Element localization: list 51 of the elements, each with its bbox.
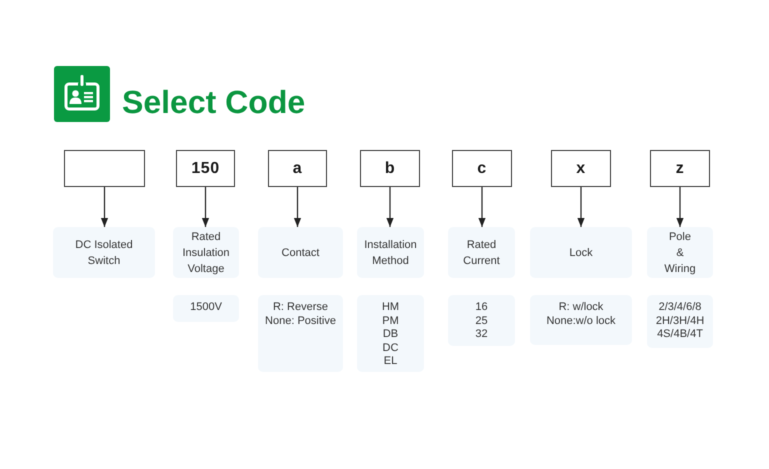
option-text: DC	[382, 342, 398, 355]
option-text: HM	[382, 301, 400, 314]
description-panel	[647, 227, 713, 278]
option-text: None:w/o lock	[546, 314, 616, 328]
option-text: EL	[384, 355, 398, 368]
option-text: None: Positive	[265, 314, 336, 328]
code-box	[650, 150, 710, 187]
code-box	[268, 150, 327, 187]
arrow	[676, 187, 684, 227]
option-text: PM	[382, 314, 399, 328]
code-letter: c	[477, 160, 487, 178]
code-letter: z	[676, 160, 684, 178]
empty-code-box	[64, 150, 145, 187]
code-box	[360, 150, 420, 187]
code-letter: b	[384, 160, 396, 178]
description-text: DC Isolated Switch	[74, 238, 134, 268]
description-text: Rated Insulation Voltage	[181, 230, 231, 276]
description-panel	[173, 227, 239, 278]
option-text: R: w/lock	[558, 301, 604, 314]
option-text: 25	[475, 314, 488, 328]
option-text: 1500V	[190, 301, 222, 314]
option-text: 32	[475, 328, 488, 342]
code-box	[176, 150, 235, 187]
code-letter: 150	[191, 160, 220, 178]
description-panel	[530, 227, 632, 278]
arrow	[577, 187, 585, 227]
option-text: 16	[475, 301, 488, 314]
code-box	[452, 150, 512, 187]
description-text: Lock	[569, 246, 593, 260]
description-panel	[448, 227, 515, 278]
description-panel	[53, 227, 155, 278]
description-text: Rated Current	[462, 238, 501, 268]
option-text: 2/3/4/6/8	[658, 301, 702, 314]
option-text: 4S/4B/4T	[657, 328, 703, 342]
arrow	[100, 187, 108, 227]
arrow	[294, 187, 302, 227]
arrow	[478, 187, 486, 227]
option-text: 2H/3H/4H	[656, 314, 704, 328]
description-panel	[357, 227, 424, 278]
description-text: Contact	[282, 246, 320, 260]
code-letter: x	[576, 160, 586, 178]
option-text: R: Reverse	[272, 301, 328, 314]
description-text: Installation Method	[363, 238, 418, 268]
description-panel	[258, 227, 343, 278]
code-box	[551, 150, 611, 187]
title: Select Code	[122, 83, 306, 121]
description-text: Pole & Wiring	[664, 230, 696, 276]
code-letter: a	[292, 160, 302, 178]
option-text: DB	[382, 328, 398, 342]
arrow	[386, 187, 394, 227]
arrow	[202, 187, 210, 227]
